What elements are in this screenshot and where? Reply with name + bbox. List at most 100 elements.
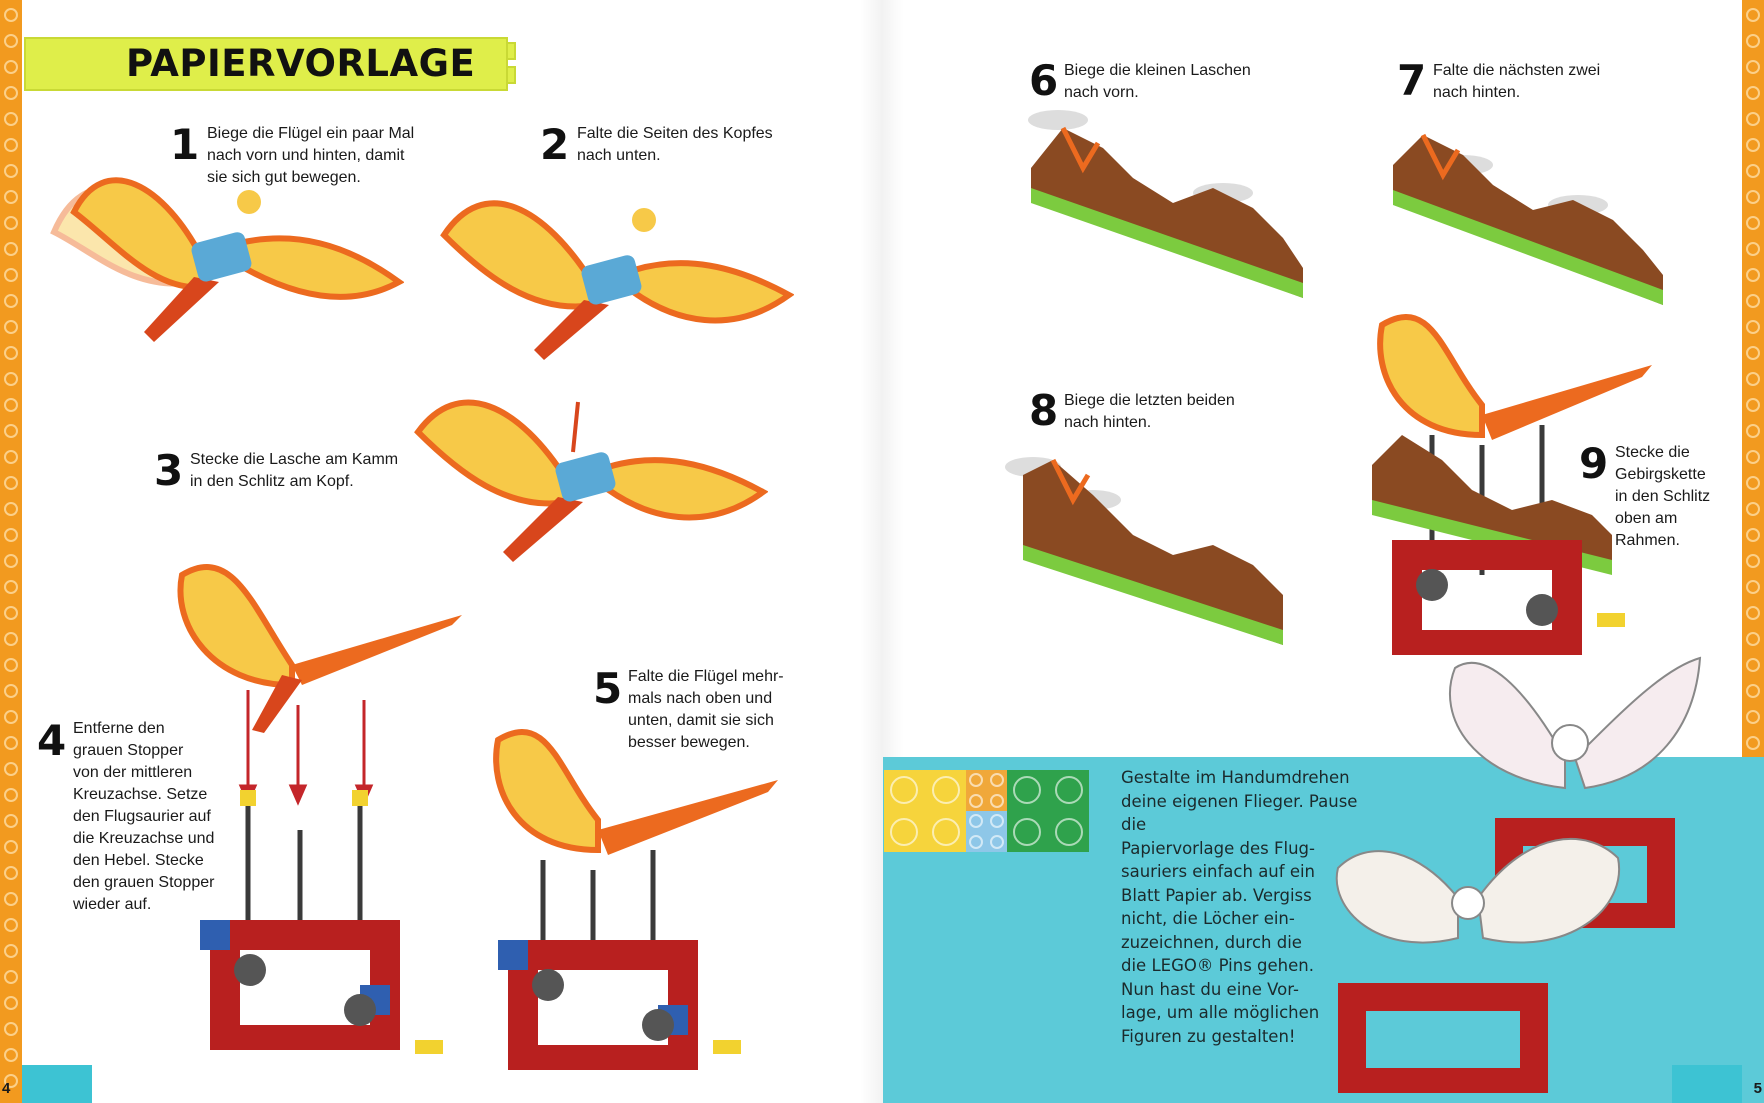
hand-drawn-flyer-example-bottom xyxy=(1318,808,1638,1098)
lego-frame-step-4 xyxy=(200,790,450,1065)
border-stud-decoration xyxy=(1746,138,1760,152)
pterosaur-on-frame-step-5 xyxy=(488,710,788,1090)
border-stud-decoration xyxy=(4,294,18,308)
border-stud-decoration xyxy=(1746,450,1760,464)
corner-brick-left xyxy=(22,1065,92,1103)
border-stud-decoration xyxy=(1746,86,1760,100)
step-4-number: 4 xyxy=(37,720,66,762)
border-stud-decoration xyxy=(1746,8,1760,22)
border-stud-decoration xyxy=(1746,320,1760,334)
step-2-text: Falte die Seiten des Kopfes nach unten. xyxy=(577,123,773,167)
border-stud-decoration xyxy=(1746,268,1760,282)
page-number-right: 5 xyxy=(1754,1080,1762,1097)
border-stud-decoration xyxy=(1746,242,1760,256)
corner-brick-right xyxy=(1672,1065,1742,1103)
border-stud-decoration xyxy=(4,840,18,854)
border-stud-decoration xyxy=(4,502,18,516)
mountain-strip-step-6 xyxy=(1023,108,1313,308)
border-stud-decoration xyxy=(1746,216,1760,230)
border-stud-decoration xyxy=(1746,710,1760,724)
border-stud-decoration xyxy=(1746,398,1760,412)
border-stud-decoration xyxy=(1746,294,1760,308)
border-stud-decoration xyxy=(4,554,18,568)
border-stud-decoration xyxy=(1746,476,1760,490)
border-stud-decoration xyxy=(4,528,18,542)
border-stud-decoration xyxy=(4,320,18,334)
border-stud-decoration xyxy=(4,632,18,646)
border-stud-decoration xyxy=(4,918,18,932)
border-stud-decoration xyxy=(1746,632,1760,646)
border-stud-decoration xyxy=(4,476,18,490)
border-stud-decoration xyxy=(4,8,18,22)
pterosaur-figure-step-2 xyxy=(434,175,794,375)
border-stud-decoration xyxy=(4,424,18,438)
step-3-text: Stecke die Lasche am Kamm in den Schlitz… xyxy=(190,449,398,493)
page-number-left: 4 xyxy=(2,1080,10,1097)
border-stud-decoration xyxy=(1746,60,1760,74)
border-stud-decoration xyxy=(4,346,18,360)
border-stud-decoration xyxy=(4,216,18,230)
page-title: PAPIERVORLAGE xyxy=(126,42,475,85)
border-stud-decoration xyxy=(4,164,18,178)
step-6-number: 6 xyxy=(1029,60,1058,102)
border-stud-decoration xyxy=(4,580,18,594)
mountain-strip-step-7 xyxy=(1393,125,1673,315)
border-stud-decoration xyxy=(4,970,18,984)
border-stud-decoration xyxy=(4,736,18,750)
border-stud-decoration xyxy=(4,268,18,282)
border-stud-decoration xyxy=(1746,112,1760,126)
banner-notch-bottom xyxy=(506,66,516,84)
border-stud-decoration xyxy=(4,762,18,776)
left-page-border xyxy=(0,0,22,1103)
border-stud-decoration xyxy=(1746,580,1760,594)
step-4-text: Entferne den grauen Stopper von der mitt… xyxy=(73,718,214,916)
border-stud-decoration xyxy=(4,1022,18,1036)
border-stud-decoration xyxy=(1746,346,1760,360)
pterosaur-figure-step-1 xyxy=(44,142,404,362)
border-stud-decoration xyxy=(1746,190,1760,204)
border-stud-decoration xyxy=(4,606,18,620)
border-stud-decoration xyxy=(4,944,18,958)
border-stud-decoration xyxy=(4,450,18,464)
border-stud-decoration xyxy=(1746,502,1760,516)
border-stud-decoration xyxy=(4,814,18,828)
border-stud-decoration xyxy=(4,190,18,204)
step-8-text: Biege die letzten beiden nach hinten. xyxy=(1064,390,1235,434)
border-stud-decoration xyxy=(1746,164,1760,178)
step-2-number: 2 xyxy=(540,124,569,166)
border-stud-decoration xyxy=(4,112,18,126)
border-stud-decoration xyxy=(1746,424,1760,438)
border-stud-decoration xyxy=(4,1048,18,1062)
border-stud-decoration xyxy=(4,34,18,48)
border-stud-decoration xyxy=(4,684,18,698)
border-stud-decoration xyxy=(1746,528,1760,542)
mountain-strip-step-8 xyxy=(1003,455,1293,655)
lego-studs-decoration xyxy=(884,770,1089,852)
banner-notch-top xyxy=(506,42,516,60)
assembled-model-step-9 xyxy=(1362,295,1662,685)
step-3-number: 3 xyxy=(154,450,183,492)
border-stud-decoration xyxy=(1746,34,1760,48)
step-7-number: 7 xyxy=(1397,60,1426,102)
border-stud-decoration xyxy=(4,242,18,256)
border-stud-decoration xyxy=(1746,736,1760,750)
border-stud-decoration xyxy=(1746,372,1760,386)
border-stud-decoration xyxy=(4,60,18,74)
border-stud-decoration xyxy=(4,996,18,1010)
border-stud-decoration xyxy=(4,788,18,802)
border-stud-decoration xyxy=(4,892,18,906)
border-stud-decoration xyxy=(4,658,18,672)
step-8-number: 8 xyxy=(1029,390,1058,432)
border-stud-decoration xyxy=(4,86,18,100)
border-stud-decoration xyxy=(1746,658,1760,672)
border-stud-decoration xyxy=(1746,606,1760,620)
border-stud-decoration xyxy=(1746,554,1760,568)
border-stud-decoration xyxy=(4,398,18,412)
border-stud-decoration xyxy=(1746,684,1760,698)
step-5-number: 5 xyxy=(593,668,622,710)
border-stud-decoration xyxy=(4,138,18,152)
border-stud-decoration xyxy=(4,710,18,724)
step-7-text: Falte die nächsten zwei nach hinten. xyxy=(1433,60,1600,104)
step-6-text: Biege die kleinen Laschen nach vorn. xyxy=(1064,60,1251,104)
border-stud-decoration xyxy=(4,866,18,880)
